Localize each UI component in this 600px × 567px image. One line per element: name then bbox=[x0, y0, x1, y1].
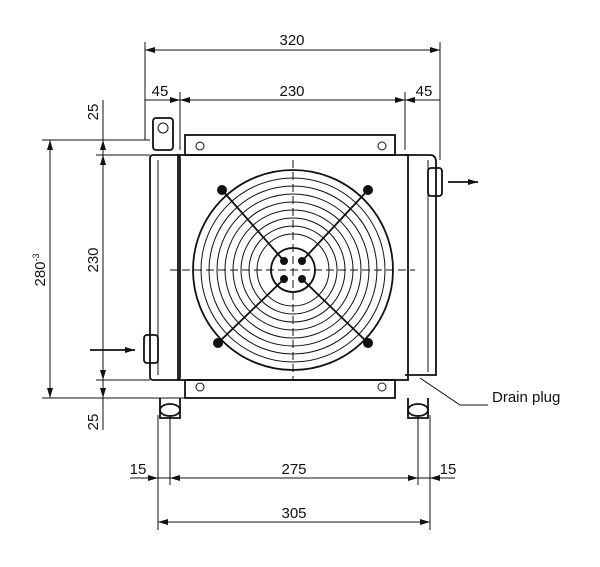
dim-overall-height-tolerance: -3 bbox=[31, 253, 41, 261]
dim-foot-spacing: 275 bbox=[281, 461, 306, 478]
dim-left-offset: 45 bbox=[152, 83, 169, 100]
dim-foot-left-offset: 15 bbox=[130, 461, 147, 478]
dim-core-height: 230 bbox=[85, 247, 102, 272]
dim-right-offset: 45 bbox=[416, 83, 433, 100]
dim-bottom-offset: 25 bbox=[85, 414, 102, 431]
dim-overall-height-value: 280 bbox=[32, 261, 49, 286]
dim-foot-right-offset: 15 bbox=[440, 461, 457, 478]
fan-guard bbox=[170, 160, 415, 380]
cooler-body bbox=[143, 117, 443, 419]
drain-leader-line bbox=[419, 377, 488, 406]
dim-overall-height: 280-3 bbox=[31, 253, 49, 286]
dim-foot-total: 305 bbox=[281, 505, 306, 522]
dim-overall-width: 320 bbox=[279, 32, 304, 49]
dim-core-width: 230 bbox=[279, 83, 304, 100]
dim-top-offset: 25 bbox=[85, 104, 102, 121]
dimension-lines bbox=[47, 47, 455, 525]
drain-plug-label: Drain plug bbox=[492, 389, 560, 406]
